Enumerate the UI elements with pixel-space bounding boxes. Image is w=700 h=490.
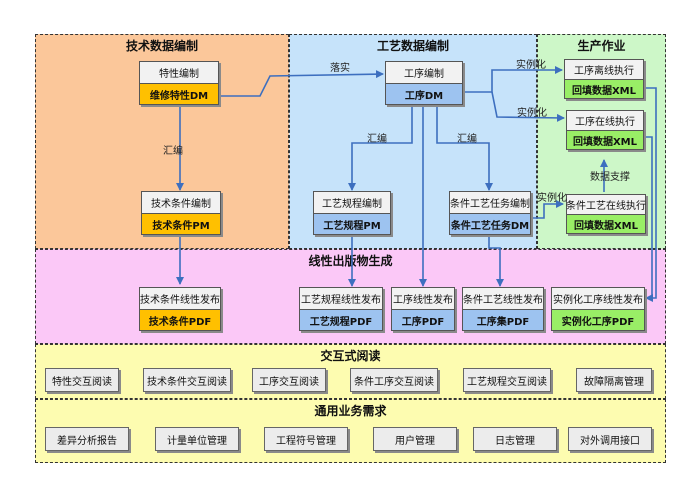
label-huibian-spec: 汇编 bbox=[367, 134, 387, 145]
box-tech-cond-edit-output: 技术条件PM bbox=[142, 213, 220, 234]
box-pub-instance-title: 实例化工序线性发布 bbox=[552, 288, 644, 309]
box-cond-task-edit-title: 条件工艺任务编制 bbox=[450, 192, 530, 213]
box-pub-instance-output: 实例化工序PDF bbox=[552, 309, 644, 330]
item-feature-reading[interactable]: 特性交互阅读 bbox=[45, 368, 119, 392]
box-proc-spec-edit-title: 工艺规程编制 bbox=[314, 192, 390, 213]
region-process-data-title: 工艺数据编制 bbox=[376, 39, 449, 53]
box-pub-tech-cond-output: 技术条件PDF bbox=[140, 309, 220, 330]
box-offline-exec[interactable]: 工序离线执行 回填数据XML bbox=[564, 59, 644, 99]
item-external-api[interactable]: 对外调用接口 bbox=[568, 427, 652, 451]
box-pub-proc-spec-output: 工艺规程PDF bbox=[300, 309, 382, 330]
item-diff-report[interactable]: 差异分析报告 bbox=[45, 427, 129, 451]
label-instantiate-offline: 实例化 bbox=[516, 60, 546, 71]
item-log-mgmt[interactable]: 日志管理 bbox=[473, 427, 557, 451]
arrow-procedit-to-spec bbox=[348, 106, 413, 191]
label-data-support: 数据支撑 bbox=[590, 172, 630, 183]
box-offline-exec-title: 工序离线执行 bbox=[565, 60, 643, 79]
region-production-title: 生产作业 bbox=[577, 39, 626, 53]
box-cond-online-exec-title: 条件工艺在线执行 bbox=[566, 195, 646, 214]
arrow-condtask-to-condonline bbox=[532, 200, 564, 219]
item-proc-spec-reading[interactable]: 工艺规程交互阅读 bbox=[463, 368, 551, 392]
arrow-online-to-pubinst bbox=[645, 136, 653, 298]
box-feature-edit-title: 特性编制 bbox=[140, 62, 218, 83]
item-proc-reading[interactable]: 工序交互阅读 bbox=[252, 368, 326, 392]
arrow-condtask-to-pub bbox=[488, 236, 504, 287]
item-unit-mgmt[interactable]: 计量单位管理 bbox=[155, 427, 239, 451]
region-common: 通用业务需求 bbox=[35, 399, 666, 463]
box-pub-instance[interactable]: 实例化工序线性发布 实例化工序PDF bbox=[551, 287, 645, 331]
region-interactive-title: 交互式阅读 bbox=[320, 349, 381, 363]
box-online-exec[interactable]: 工序在线执行 回填数据XML bbox=[566, 110, 644, 150]
arrow-feature-to-procedit bbox=[220, 70, 384, 97]
box-pub-tech-cond-title: 技术条件线性发布 bbox=[140, 288, 220, 309]
box-pub-cond[interactable]: 条件工艺线性发布 工序集PDF bbox=[462, 287, 544, 331]
item-cond-proc-reading[interactable]: 条件工序交互阅读 bbox=[350, 368, 438, 392]
box-cond-online-exec[interactable]: 条件工艺在线执行 回填数据XML bbox=[566, 194, 646, 234]
label-huibian-tech: 汇编 bbox=[163, 146, 183, 157]
region-tech-data-title: 技术数据编制 bbox=[125, 39, 198, 53]
region-output-title: 线性出版物生成 bbox=[308, 254, 393, 268]
box-cond-task-edit-output: 条件工艺任务DM bbox=[450, 213, 530, 234]
box-pub-proc-title: 工序线性发布 bbox=[392, 288, 454, 309]
arrow-offline-to-pubinst bbox=[645, 87, 657, 302]
box-offline-exec-output: 回填数据XML bbox=[565, 79, 643, 98]
label-huibian-cond: 汇编 bbox=[457, 134, 477, 145]
box-proc-edit-output: 工序DM bbox=[386, 83, 462, 104]
box-feature-edit[interactable]: 特性编制 维修特性DM bbox=[139, 61, 219, 105]
item-user-mgmt[interactable]: 用户管理 bbox=[373, 427, 457, 451]
box-pub-proc-output: 工序PDF bbox=[392, 309, 454, 330]
box-online-exec-title: 工序在线执行 bbox=[567, 111, 643, 130]
item-symbol-mgmt[interactable]: 工程符号管理 bbox=[264, 427, 348, 451]
region-common-title: 通用业务需求 bbox=[314, 404, 387, 418]
box-proc-spec-edit[interactable]: 工艺规程编制 工艺规程PM bbox=[313, 191, 391, 235]
box-pub-cond-output: 工序集PDF bbox=[463, 309, 543, 330]
box-tech-cond-edit-title: 技术条件编制 bbox=[142, 192, 220, 213]
box-pub-proc-spec-title: 工艺规程线性发布 bbox=[300, 288, 382, 309]
label-instantiate-cond: 实例化 bbox=[537, 193, 567, 204]
box-tech-cond-edit[interactable]: 技术条件编制 技术条件PM bbox=[141, 191, 221, 235]
arrow-procedit-to-offline bbox=[462, 66, 563, 93]
box-cond-online-exec-output: 回填数据XML bbox=[567, 214, 645, 233]
arrow-procedit-to-online bbox=[491, 91, 565, 122]
box-pub-proc-spec[interactable]: 工艺规程线性发布 工艺规程PDF bbox=[299, 287, 383, 331]
item-fault-isolation[interactable]: 故障隔离管理 bbox=[576, 368, 652, 392]
box-pub-tech-cond[interactable]: 技术条件线性发布 技术条件PDF bbox=[139, 287, 221, 331]
arrow-procedit-to-condtask bbox=[436, 106, 493, 191]
box-feature-edit-output: 维修特性DM bbox=[140, 83, 218, 104]
box-proc-edit[interactable]: 工序编制 工序DM bbox=[385, 61, 463, 105]
item-tech-cond-reading[interactable]: 技术条件交互阅读 bbox=[143, 368, 231, 392]
box-cond-task-edit[interactable]: 条件工艺任务编制 条件工艺任务DM bbox=[449, 191, 531, 235]
box-online-exec-output: 回填数据XML bbox=[567, 130, 643, 149]
box-proc-edit-title: 工序编制 bbox=[386, 62, 462, 83]
label-luoshi: 落实 bbox=[330, 63, 350, 74]
box-proc-spec-edit-output: 工艺规程PM bbox=[314, 213, 390, 234]
box-pub-cond-title: 条件工艺线性发布 bbox=[463, 288, 543, 309]
label-instantiate-online: 实例化 bbox=[517, 108, 547, 119]
box-pub-proc[interactable]: 工序线性发布 工序PDF bbox=[391, 287, 455, 331]
